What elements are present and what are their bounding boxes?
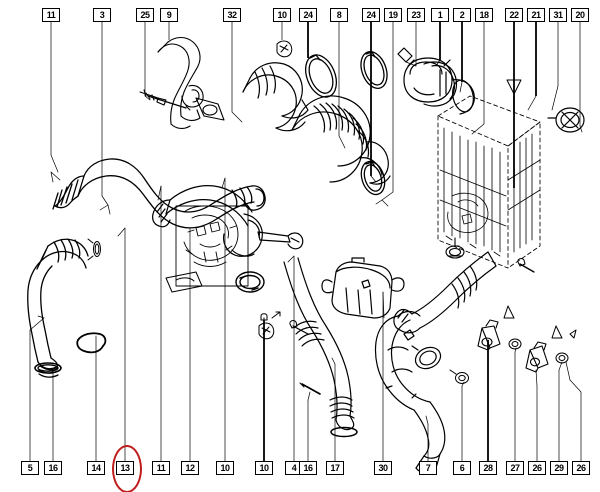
callout-10[interactable]: 10 bbox=[273, 8, 291, 22]
part-sensor-round-right bbox=[547, 107, 585, 133]
part-washer-c bbox=[508, 338, 522, 350]
part-bracket-b bbox=[525, 341, 549, 373]
part-resonator-box bbox=[374, 310, 446, 474]
callout-26[interactable]: 26 bbox=[528, 461, 546, 475]
callout-14[interactable]: 14 bbox=[87, 461, 105, 475]
part-hose-clamp-a bbox=[304, 54, 338, 98]
part-bolt-long-left bbox=[145, 92, 191, 111]
part-bolt-lower-left bbox=[289, 320, 309, 335]
part-turbo-inlet-elbow bbox=[242, 62, 391, 185]
part-retaining-clip-left bbox=[76, 332, 107, 354]
part-engine-block-detail bbox=[439, 127, 541, 257]
callout-32[interactable]: 32 bbox=[223, 8, 241, 22]
callout-10[interactable]: 10 bbox=[216, 461, 234, 475]
callout-30[interactable]: 30 bbox=[374, 461, 392, 475]
part-hose-clamp-c bbox=[360, 160, 386, 196]
part-intercooler-hose-right bbox=[393, 251, 497, 334]
part-grommet-left-lower bbox=[258, 311, 281, 340]
callout-21[interactable]: 21 bbox=[527, 8, 545, 22]
callout-25[interactable]: 25 bbox=[136, 8, 154, 22]
part-breather-hose bbox=[283, 257, 358, 438]
callout-8[interactable]: 8 bbox=[330, 8, 348, 22]
part-auxiliary-block-left bbox=[175, 205, 249, 287]
part-elbow-duct-top bbox=[139, 36, 225, 129]
part-throttle-body-right bbox=[397, 47, 475, 115]
leader-lines bbox=[29, 59, 583, 425]
callout-10[interactable]: 10 bbox=[255, 461, 273, 475]
callout-11[interactable]: 11 bbox=[152, 461, 170, 475]
callout-17[interactable]: 17 bbox=[326, 461, 344, 475]
callout-1[interactable]: 1 bbox=[431, 8, 449, 22]
callout-16[interactable]: 16 bbox=[44, 461, 62, 475]
callout-18[interactable]: 18 bbox=[475, 8, 493, 22]
callout-7[interactable]: 7 bbox=[419, 461, 437, 475]
callout-11[interactable]: 11 bbox=[42, 8, 60, 22]
callout-28[interactable]: 28 bbox=[479, 461, 497, 475]
callout-2[interactable]: 2 bbox=[453, 8, 471, 22]
part-nut-small-top bbox=[276, 40, 293, 58]
callout-6[interactable]: 6 bbox=[453, 461, 471, 475]
callout-13[interactable]: 13 bbox=[116, 461, 134, 475]
callout-9[interactable]: 9 bbox=[160, 8, 178, 22]
arrow-markers-right bbox=[503, 305, 577, 339]
part-hose-clamp-b bbox=[360, 51, 388, 89]
part-canister-valve bbox=[321, 257, 405, 319]
part-flange-connector-right bbox=[411, 345, 442, 370]
part-intake-pipe-lower bbox=[27, 238, 89, 378]
part-engine-block-phantom bbox=[437, 95, 541, 269]
callout-29[interactable]: 29 bbox=[550, 461, 568, 475]
callout-31[interactable]: 31 bbox=[549, 8, 567, 22]
callout-12[interactable]: 12 bbox=[181, 461, 199, 475]
callout-24[interactable]: 24 bbox=[299, 8, 317, 22]
part-bolt-long-right bbox=[517, 258, 535, 273]
callout-22[interactable]: 22 bbox=[505, 8, 523, 22]
callout-5[interactable]: 5 bbox=[21, 461, 39, 475]
callout-3[interactable]: 3 bbox=[93, 8, 111, 22]
part-seal-ring-small bbox=[87, 238, 101, 261]
part-washer-d bbox=[555, 352, 569, 364]
part-bracket-a bbox=[477, 319, 501, 351]
part-pin-thin bbox=[299, 382, 321, 395]
part-oil-drain-boss bbox=[445, 237, 465, 259]
callout-19[interactable]: 19 bbox=[384, 8, 402, 22]
callout-23[interactable]: 23 bbox=[407, 8, 425, 22]
part-washer-e bbox=[449, 369, 469, 384]
part-snap-ring-center bbox=[235, 271, 265, 293]
callout-27[interactable]: 27 bbox=[506, 461, 524, 475]
callout-24[interactable]: 24 bbox=[362, 8, 380, 22]
callout-20[interactable]: 20 bbox=[571, 8, 589, 22]
callout-26[interactable]: 26 bbox=[572, 461, 590, 475]
callout-16[interactable]: 16 bbox=[299, 461, 317, 475]
